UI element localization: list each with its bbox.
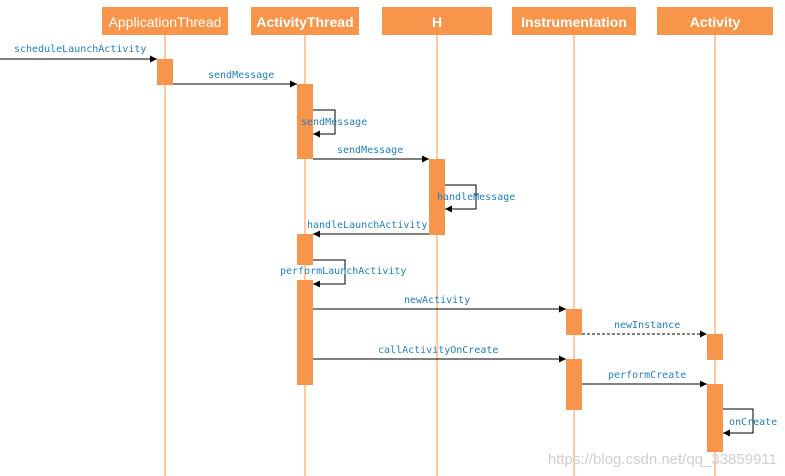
- message-label-m8: newActivity: [404, 295, 470, 306]
- activation-bar-act-9: [707, 384, 723, 452]
- participant-label-app: ApplicationThread: [109, 14, 222, 30]
- activation-bars: [157, 59, 723, 452]
- message-label-m7: performLaunchActivity: [280, 266, 406, 277]
- message-label-m3: sendMessage: [301, 117, 367, 128]
- message-label-m5: handleMessage: [437, 192, 515, 203]
- participant-box-h: [382, 7, 492, 35]
- message-label-m11: performCreate: [608, 370, 686, 381]
- participant-label-ins: Instrumentation: [521, 14, 627, 30]
- participant-label-h: H: [432, 14, 442, 30]
- participant-box-act: [657, 7, 773, 35]
- message-arrow-m3: [313, 109, 336, 138]
- activation-bar-ins-6: [566, 309, 582, 335]
- activation-bar-at-4: [297, 234, 313, 265]
- lifelines: [164, 35, 716, 476]
- participant-label-act: Activity: [690, 14, 741, 30]
- activation-bar-h-3: [429, 159, 445, 235]
- activation-bar-at-2: [297, 84, 313, 159]
- activation-bar-act-7: [707, 334, 723, 360]
- participant-box-app: [102, 7, 228, 35]
- activation-bar-ins-8: [566, 359, 582, 410]
- participant-box-ins: [512, 7, 636, 35]
- message-arrow-m12: [723, 408, 754, 437]
- watermark-text: https://blog.csdn.net/qq_33859911: [547, 451, 777, 468]
- message-label-m9: newInstance: [614, 320, 680, 331]
- message-label-m1: scheduleLaunchActivity: [14, 44, 146, 55]
- activation-bar-at-5: [297, 280, 313, 385]
- message-label-m6: handleLaunchActivity: [307, 220, 427, 231]
- activation-bar-app-1: [157, 59, 173, 85]
- messages: scheduleLaunchActivity sendMessage sendMes…: [0, 44, 777, 437]
- message-arrow-m5: [445, 184, 477, 213]
- message-arrow-m7: [313, 259, 346, 288]
- participant-label-at: ActivityThread: [256, 14, 353, 30]
- message-label-m10: callActivityOnCreate: [378, 345, 498, 356]
- participant-box-at: [251, 7, 359, 35]
- message-label-m4: sendMessage: [337, 145, 403, 156]
- message-label-m12: onCreate: [729, 417, 777, 428]
- participants: ApplicationThread ActivityThread H Instrume…: [102, 7, 773, 35]
- message-label-m2: sendMessage: [208, 70, 274, 81]
